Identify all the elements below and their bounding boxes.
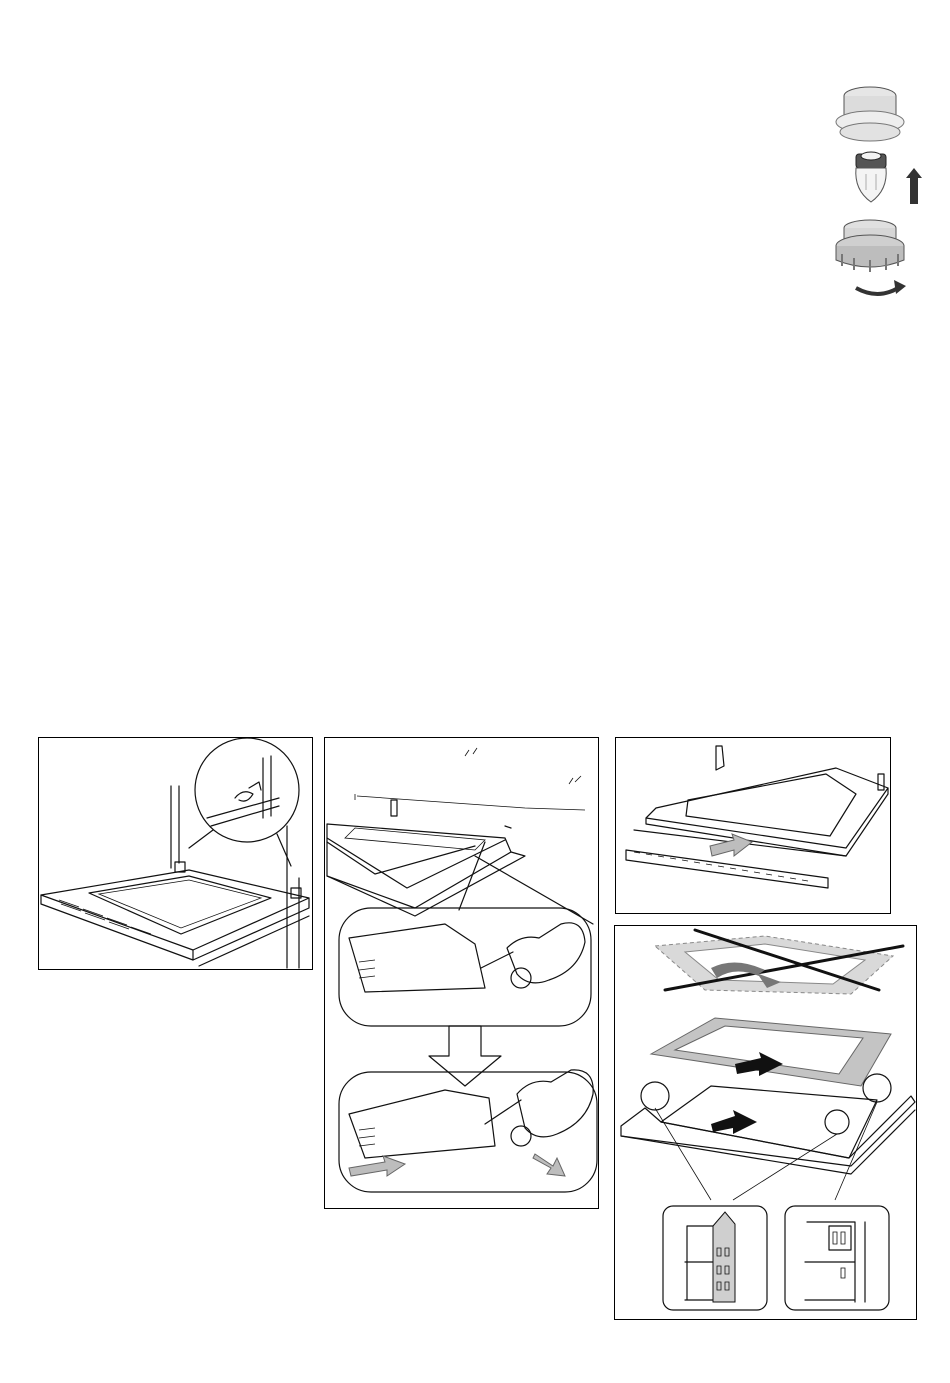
glass-pane-icon bbox=[615, 926, 916, 1319]
door-strip-icon bbox=[616, 738, 890, 913]
screwdriver-icon bbox=[325, 738, 598, 1208]
door-top-strip-removal-figure bbox=[615, 737, 891, 914]
door-glass-removal-figure bbox=[614, 925, 917, 1320]
oven-lamp-cover-icon bbox=[826, 78, 930, 308]
door-hinge-lock-figure bbox=[38, 737, 313, 970]
lamp-replacement-figure bbox=[826, 78, 930, 308]
door-trim-removal-figure bbox=[324, 737, 599, 1209]
oven-door-hinge-icon bbox=[39, 738, 312, 969]
